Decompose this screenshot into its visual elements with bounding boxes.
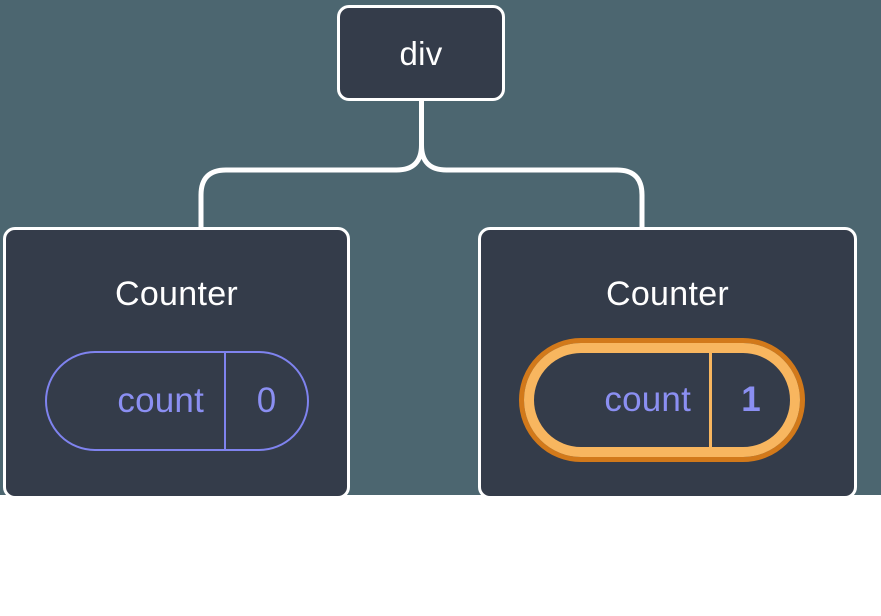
connector-to-right-child (419, 144, 645, 228)
state-pill-right-body: count 1 (524, 343, 800, 457)
state-value-right: 1 (709, 353, 790, 447)
state-key-right: count (604, 380, 691, 419)
state-pill-right-highlight-ring: count 1 (519, 338, 805, 462)
diagram-canvas: div Counter count 0 Counter count 1 (0, 0, 881, 499)
state-pill-left[interactable]: count 0 (45, 351, 309, 451)
state-key-left: count (117, 381, 204, 420)
node-counter-right[interactable]: Counter count 1 (478, 227, 857, 499)
node-div-label: div (399, 34, 443, 72)
state-pill-left-body: count 0 (45, 351, 309, 451)
node-div[interactable]: div (337, 5, 505, 101)
node-counter-left-title: Counter (114, 275, 239, 313)
state-pill-right[interactable]: count 1 (519, 338, 805, 462)
connector-to-left-child (198, 144, 424, 228)
node-counter-left[interactable]: Counter count 0 (3, 227, 350, 499)
node-counter-right-title: Counter (605, 275, 730, 313)
state-value-left: 0 (224, 353, 307, 449)
